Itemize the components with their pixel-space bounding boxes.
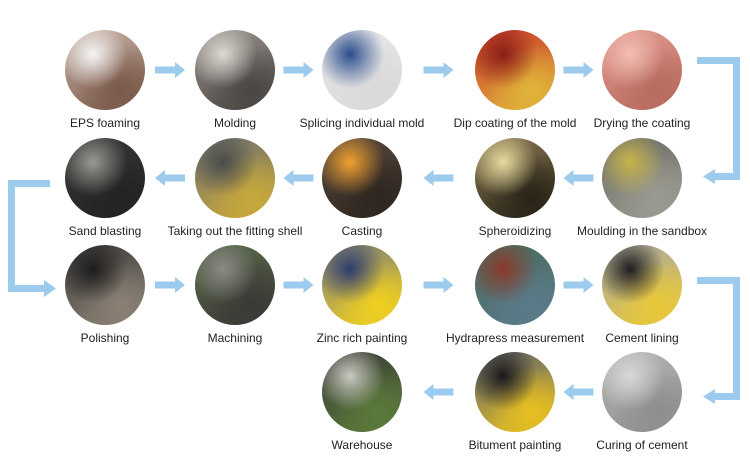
step-photo-worker-assembling-white-molds — [322, 30, 402, 110]
step-photo-red-coated-mold — [475, 30, 555, 110]
arrow-left-icon — [703, 389, 715, 404]
step-label: Spheroidizing — [478, 224, 552, 238]
arrow-left-icon — [283, 170, 314, 186]
arrow-right-icon — [423, 277, 454, 293]
step-photo-furnace-chamber — [475, 138, 555, 218]
connector-bottom-bar — [715, 393, 740, 400]
process-step: Warehouse — [292, 352, 432, 452]
process-step: Taking out the fitting shell — [165, 138, 305, 238]
connector-top-bar — [697, 277, 740, 284]
process-step: Sand blasting — [35, 138, 175, 238]
step-label: Drying the coating — [593, 116, 691, 130]
process-step: Spheroidizing — [445, 138, 585, 238]
arrow-right-icon — [563, 62, 594, 78]
step-photo-molding-machine — [195, 30, 275, 110]
step-photo-pink-coated-molds-on-rack — [602, 30, 682, 110]
step-photo-hanging-fittings — [65, 138, 145, 218]
arrow-right-icon — [44, 280, 56, 297]
connector-vertical-bar — [733, 277, 740, 396]
process-step: Cement lining — [572, 245, 712, 345]
step-label: Cement lining — [605, 331, 679, 345]
arrow-right-icon — [155, 62, 185, 78]
connector-top-bar — [697, 57, 740, 64]
step-photo-molten-iron-pouring — [322, 138, 402, 218]
connector-vertical-bar — [733, 57, 740, 176]
arrow-right-icon — [283, 62, 314, 78]
step-label: Sand blasting — [68, 224, 142, 238]
connector-top-bar — [8, 180, 50, 187]
step-label: Bitument painting — [468, 438, 562, 452]
arrow-right-icon — [155, 277, 185, 293]
step-label: Machining — [207, 331, 263, 345]
process-step: Curing of cement — [572, 352, 712, 452]
process-step: Splicing individual mold — [292, 30, 432, 130]
step-label: Warehouse — [331, 438, 393, 452]
arrow-left-icon — [423, 384, 454, 400]
step-photo-worker-polishing-flange — [65, 245, 145, 325]
step-label: Casting — [341, 224, 383, 238]
process-step: Zinc rich painting — [292, 245, 432, 345]
process-step: Casting — [292, 138, 432, 238]
process-step: Molding — [165, 30, 305, 130]
step-label: Curing of cement — [596, 438, 688, 452]
step-photo-worker-cement-lining — [602, 245, 682, 325]
step-photo-cast-fittings — [195, 138, 275, 218]
connector-vertical-bar — [8, 180, 15, 292]
step-label: EPS foaming — [69, 116, 141, 130]
step-photo-worker-spraying-zinc — [322, 245, 402, 325]
process-step: Machining — [165, 245, 305, 345]
process-step: Moulding in the sandbox — [572, 138, 712, 238]
step-label: Taking out the fitting shell — [167, 224, 303, 238]
step-label: Polishing — [80, 331, 130, 345]
step-label: Dip coating of the mold — [453, 116, 577, 130]
arrow-right-icon — [563, 277, 594, 293]
connector-bottom-bar — [715, 173, 740, 180]
step-label: Moulding in the sandbox — [576, 224, 708, 238]
arrow-left-icon — [563, 170, 594, 186]
step-photo-machining-lathe — [195, 245, 275, 325]
step-label: Splicing individual mold — [299, 116, 425, 130]
arrow-right-icon — [423, 62, 454, 78]
step-photo-hydrostatic-test-machine — [475, 245, 555, 325]
process-step: Polishing — [35, 245, 175, 345]
connector-bottom-bar — [8, 285, 44, 292]
process-step: Drying the coating — [572, 30, 712, 130]
step-label: Molding — [213, 116, 257, 130]
arrow-left-icon — [703, 169, 715, 184]
step-label: Zinc rich painting — [316, 331, 408, 345]
process-step: Hydrapress measurement — [445, 245, 585, 345]
process-step: Bitument painting — [445, 352, 585, 452]
arrow-left-icon — [563, 384, 594, 400]
step-photo-worker-bitumen-painting — [475, 352, 555, 432]
step-label: Hydrapress measurement — [445, 331, 585, 345]
step-photo-white-beads-in-hand — [65, 30, 145, 110]
step-photo-sandbox-workshop — [602, 138, 682, 218]
process-step: Dip coating of the mold — [445, 30, 585, 130]
arrow-right-icon — [283, 277, 314, 293]
arrow-left-icon — [423, 170, 454, 186]
step-photo-cement-interior — [602, 352, 682, 432]
step-photo-stacked-fittings-yard — [322, 352, 402, 432]
process-step: EPS foaming — [35, 30, 175, 130]
arrow-left-icon — [155, 170, 185, 186]
